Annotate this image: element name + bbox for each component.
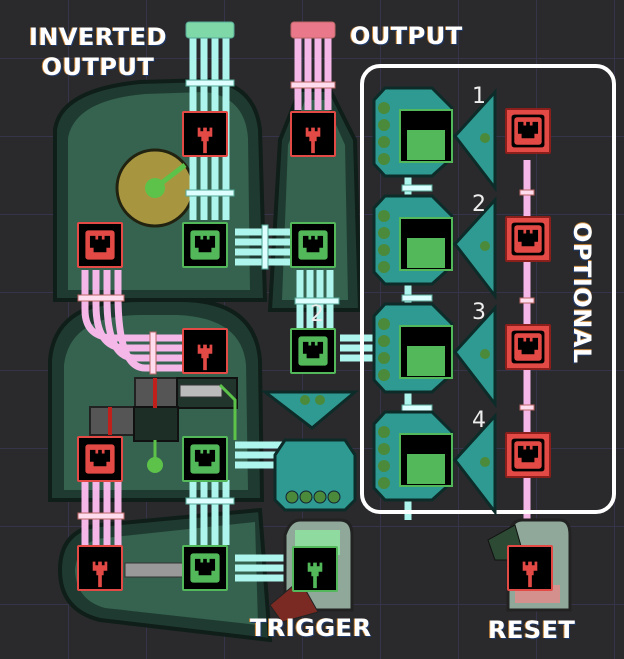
channel-number-2: 2 [472,192,486,217]
channel-number-1: 1 [472,84,486,109]
optional-socket-2[interactable] [505,216,551,262]
optional-group-frame [360,64,616,514]
reset-plug-port[interactable] [507,545,553,591]
optional-label: OPTIONAL [568,222,596,364]
optional-socket-1[interactable] [505,108,551,154]
center-socket-top-port[interactable] [290,222,336,268]
socket-icon [511,114,545,148]
bottom-socket-right-port[interactable] [182,545,228,591]
inverted-output-plug-port[interactable] [182,111,228,157]
optional-device-4 [372,410,497,517]
plug-icon [92,561,108,588]
output-label: OUTPUT [350,22,463,50]
inverted-output-label-line1: INVERTED [28,23,168,51]
reset-label: RESET [488,616,576,644]
optional-socket-3[interactable] [505,324,551,370]
logic-blocks [89,377,238,473]
socket-icon [190,230,220,260]
socket-icon [85,230,115,260]
inverter-socket-port[interactable] [182,222,228,268]
plug-icon [305,127,321,154]
socket-icon [511,330,545,364]
optional-socket-4[interactable] [505,432,551,478]
optional-device-2 [372,194,497,301]
socket-icon [511,222,545,256]
channel-number-4: 4 [472,408,486,433]
output-plug-port[interactable] [290,111,336,157]
bottom-plug-left-port[interactable] [77,545,123,591]
center-inverter-device [260,390,360,512]
plug-icon [307,562,323,589]
optional-channel-devices [372,86,497,517]
logic-plug-port[interactable] [182,328,228,374]
socket-icon [511,438,545,472]
optional-device-3 [372,302,497,409]
plug-icon [197,127,213,154]
plug-icon [522,561,538,588]
socket-icon [190,444,220,474]
gear-dial [115,148,195,228]
bottom-left-socket-port[interactable] [77,436,123,482]
plug-icon [197,344,213,371]
inverted-output-label-line2: OUTPUT [41,53,155,81]
center-number: 2 [310,302,324,327]
channel-number-3: 3 [472,300,486,325]
left-socket-port[interactable] [77,222,123,268]
trigger-label: TRIGGER [250,614,372,642]
socket-icon [190,553,220,583]
socket-icon [298,336,328,366]
center-socket-mid-port[interactable] [290,328,336,374]
optional-device-1 [372,86,497,193]
inverted-output-label: INVERTED OUTPUT [18,22,178,82]
bottom-mid-socket-port[interactable] [182,436,228,482]
socket-icon [85,444,115,474]
socket-icon [298,230,328,260]
trigger-plug-port[interactable] [292,546,338,592]
